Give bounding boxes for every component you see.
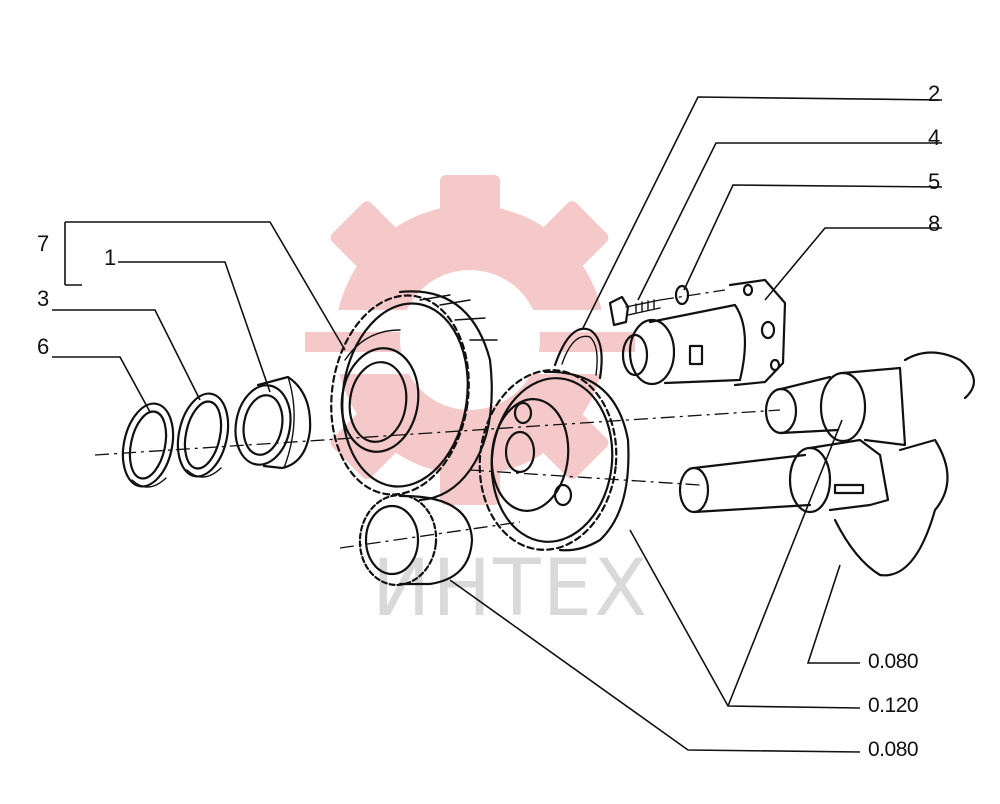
bushing-1 bbox=[234, 375, 312, 470]
leader-3 bbox=[52, 309, 201, 401]
leader-intermediate-clearance-b bbox=[727, 419, 843, 707]
callout-8: 8 bbox=[928, 211, 940, 236]
callout-2: 2 bbox=[928, 81, 940, 106]
watermark: ИНТЕХ bbox=[300, 175, 649, 634]
camshaft-gear bbox=[330, 290, 498, 502]
clearance-labels: 0.080 0.120 0.080 bbox=[868, 650, 919, 761]
snap-ring-2 bbox=[553, 327, 603, 380]
callout-7: 7 bbox=[37, 231, 49, 256]
clearance-intermediate: 0.120 bbox=[868, 694, 918, 717]
leader-2 bbox=[581, 96, 943, 331]
leader-camshaft-clearance bbox=[806, 564, 860, 664]
callout-3: 3 bbox=[37, 286, 49, 311]
callout-5: 5 bbox=[928, 169, 940, 194]
leader-lines bbox=[52, 96, 943, 753]
clearance-crank: 0.080 bbox=[868, 738, 918, 761]
ring-3 bbox=[176, 392, 230, 478]
callout-6: 6 bbox=[37, 334, 49, 359]
watermark-text: ИНТЕХ bbox=[372, 544, 649, 634]
intermediate-gear bbox=[478, 369, 630, 552]
crank-gear bbox=[358, 493, 474, 587]
callout-labels: 2 4 5 8 7 1 3 6 bbox=[37, 81, 940, 359]
camshaft bbox=[678, 351, 975, 577]
leader-4 bbox=[637, 142, 942, 301]
leader-1 bbox=[118, 261, 271, 393]
bracket-7 bbox=[64, 221, 346, 351]
leader-6 bbox=[52, 356, 151, 413]
leader-8 bbox=[764, 227, 942, 301]
leader-5 bbox=[683, 184, 943, 291]
pump-body-8 bbox=[621, 278, 787, 387]
washer-5 bbox=[674, 284, 690, 306]
center-axes bbox=[94, 289, 781, 549]
bolt-4 bbox=[608, 295, 661, 327]
leader-crank-clearance bbox=[449, 579, 861, 753]
callout-4: 4 bbox=[928, 125, 940, 150]
leader-intermediate-clearance bbox=[629, 529, 861, 709]
clearance-camshaft: 0.080 bbox=[868, 650, 918, 673]
ring-6 bbox=[121, 402, 175, 488]
callout-1: 1 bbox=[104, 245, 116, 270]
